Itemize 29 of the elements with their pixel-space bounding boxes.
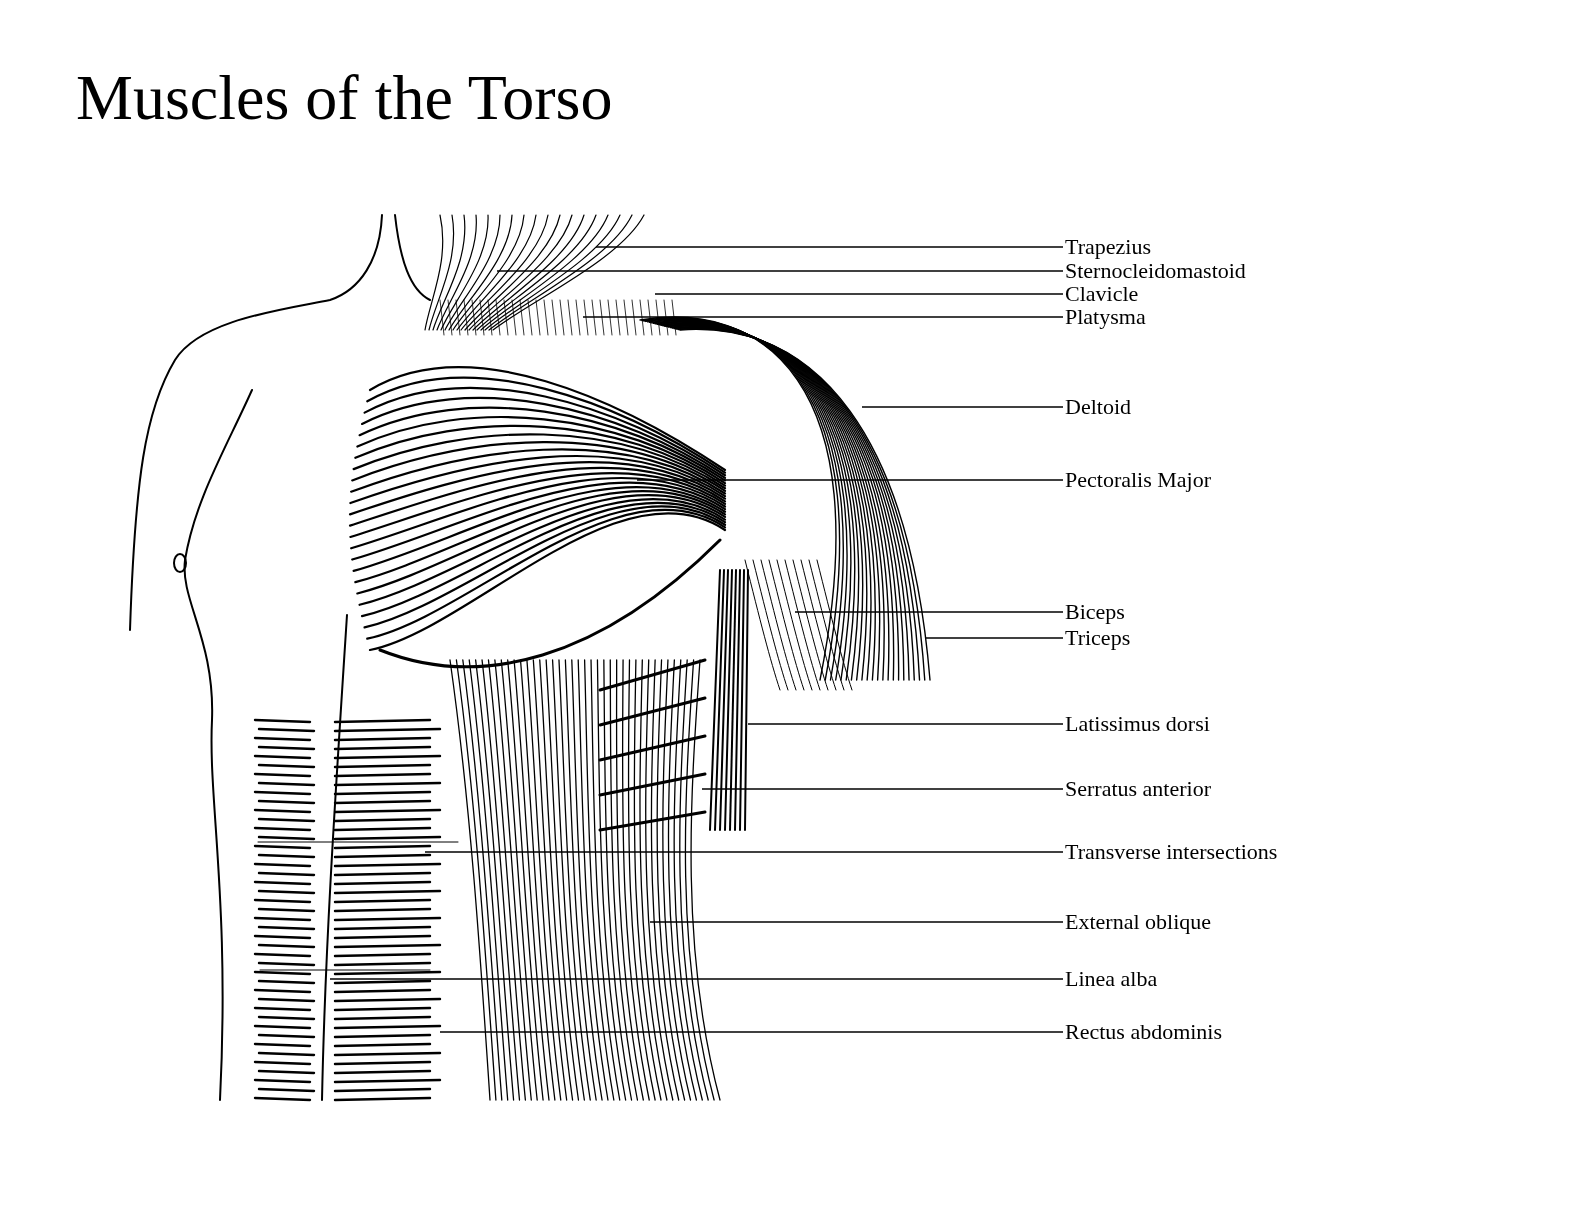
leader-line <box>794 611 1064 613</box>
part-label: Platysma <box>1065 305 1146 329</box>
leader-line <box>636 479 1064 481</box>
leader-line <box>439 1031 1064 1033</box>
leader-line <box>329 978 1064 980</box>
leader-line <box>582 316 1064 318</box>
part-label: External oblique <box>1065 910 1211 934</box>
title: Muscles of the Torso <box>76 62 613 134</box>
part-label: Biceps <box>1065 600 1125 624</box>
part-label: Clavicle <box>1065 282 1139 306</box>
leader-line <box>747 723 1064 725</box>
part-label: Rectus abdominis <box>1065 1020 1223 1044</box>
part-label: Pectoralis Major <box>1065 468 1212 492</box>
part-label: Sternocleidomastoid <box>1065 259 1246 283</box>
leader-line <box>861 406 1064 408</box>
leader-line <box>654 293 1064 295</box>
leader-line <box>701 788 1064 790</box>
part-label: Trapezius <box>1065 235 1151 259</box>
part-label: Deltoid <box>1065 395 1131 419</box>
part-label: Triceps <box>1065 626 1131 650</box>
part-label: Transverse intersections <box>1065 840 1278 864</box>
part-label: Latissimus dorsi <box>1065 712 1210 736</box>
leader-line <box>496 270 1064 272</box>
leader-line <box>424 851 1064 853</box>
leader-line <box>649 921 1064 923</box>
leader-line <box>595 246 1064 248</box>
part-label: Linea alba <box>1065 967 1158 991</box>
part-label: Serratus anterior <box>1065 777 1211 801</box>
leader-line <box>924 637 1064 639</box>
